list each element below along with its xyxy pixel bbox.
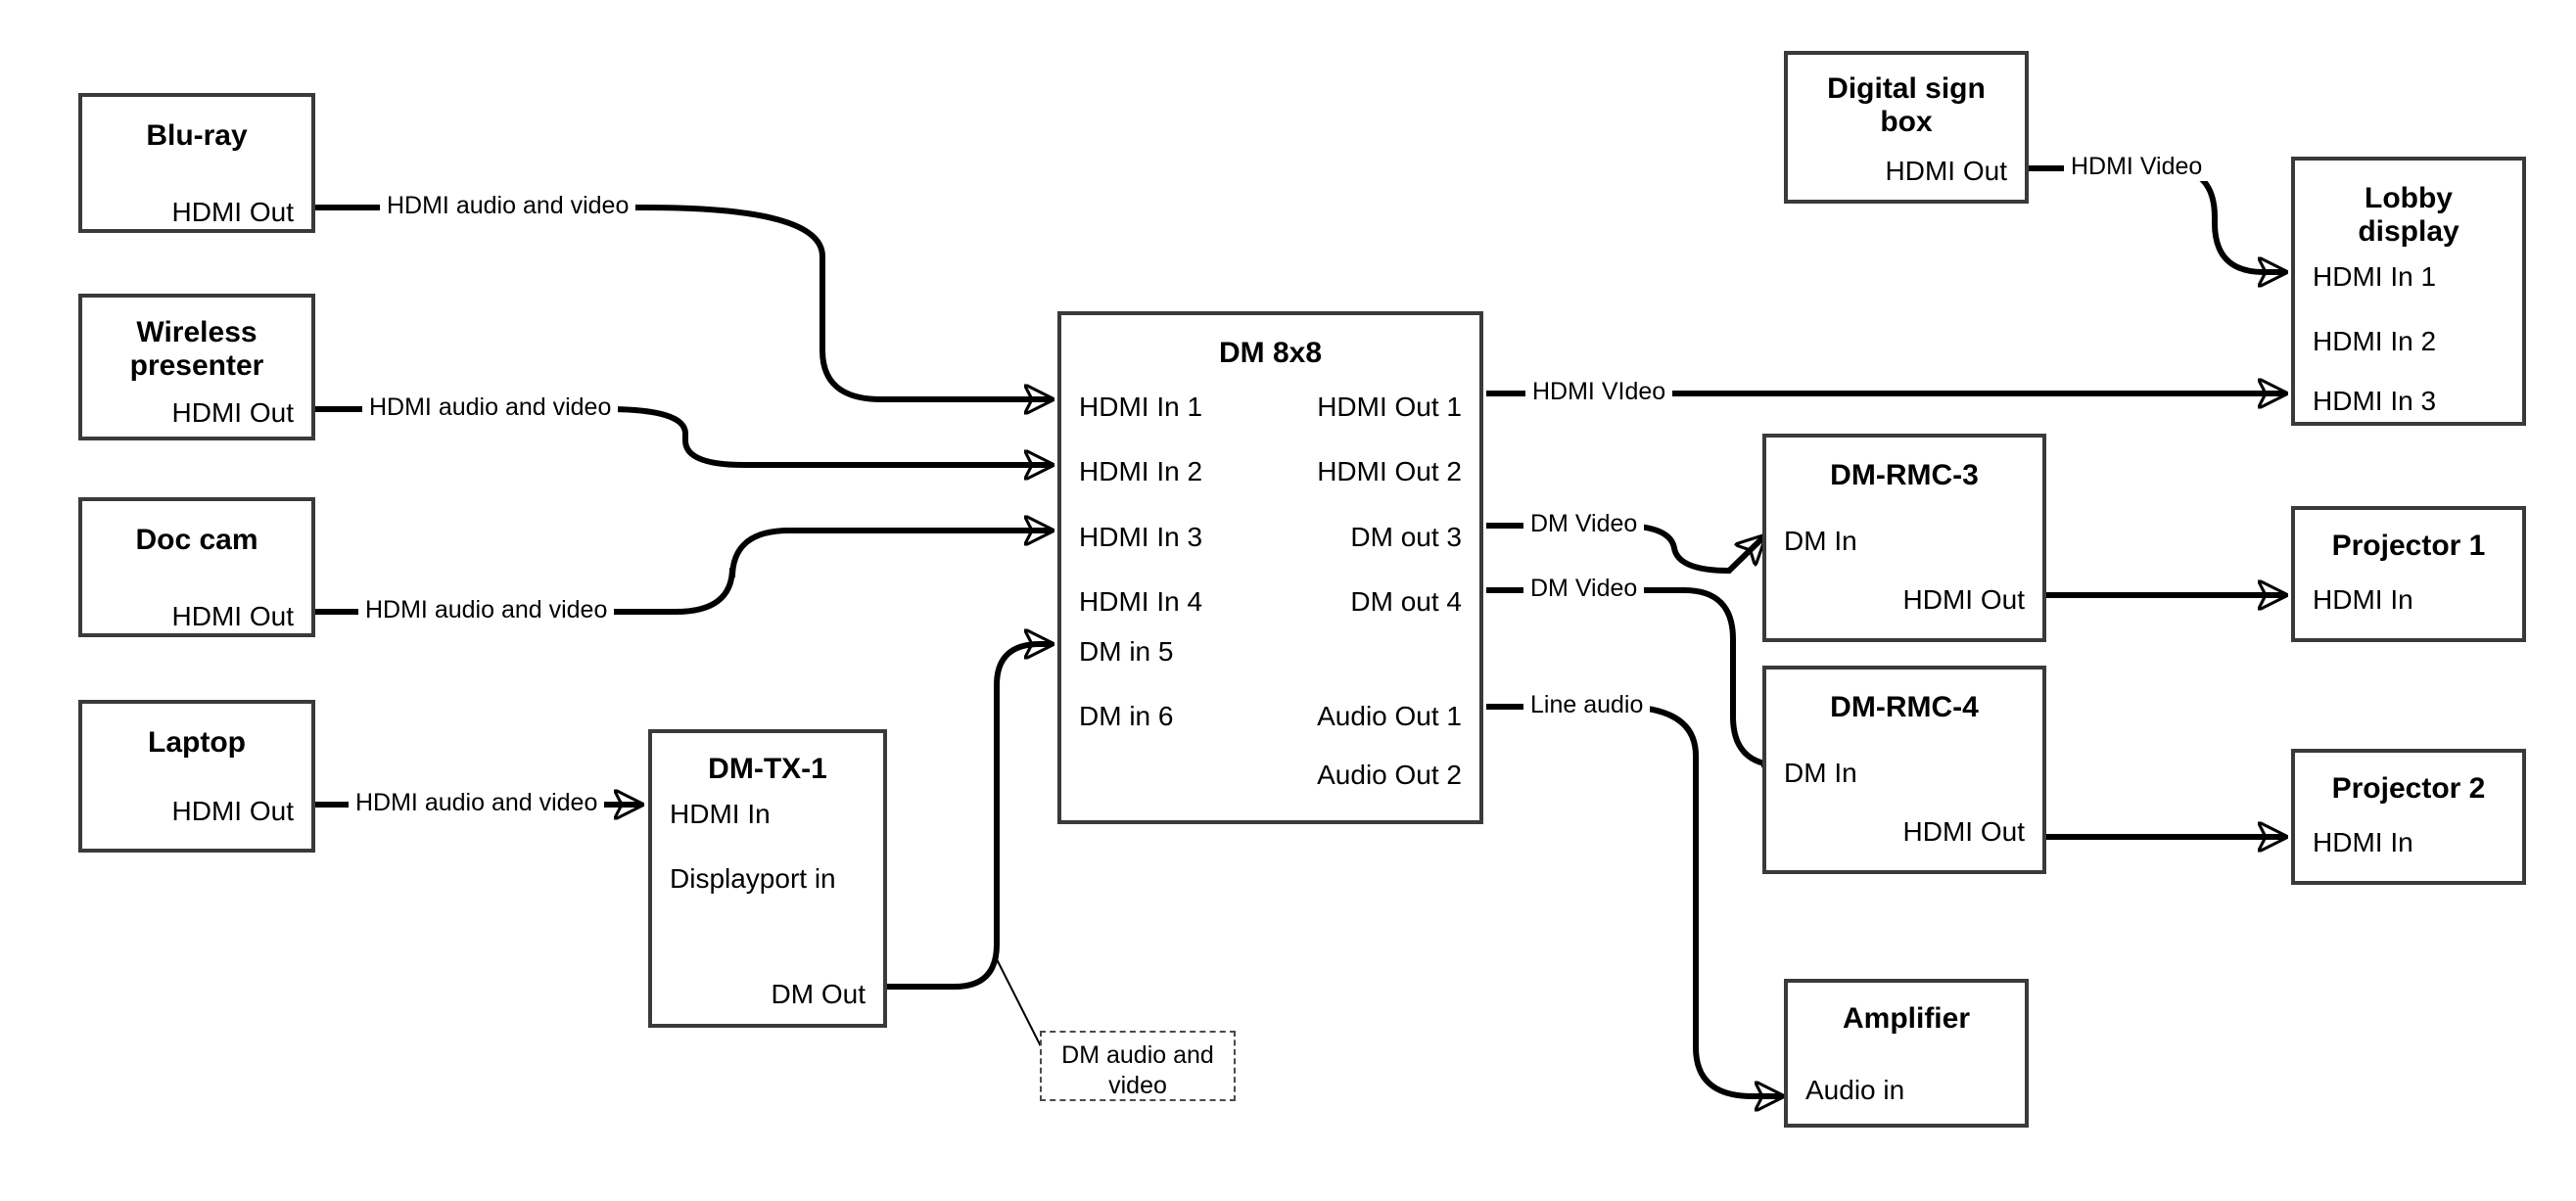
node-dm-rmc-3-title: DM-RMC-3: [1830, 459, 1979, 491]
node-lobby-display-title-line1: Lobby: [2365, 182, 2453, 214]
node-dm-8x8-port-audio-out-1[interactable]: Audio Out 1: [1317, 701, 1462, 731]
node-dm-8x8-port-audio-out-2[interactable]: Audio Out 2: [1317, 760, 1462, 790]
node-digital-sign-box-port-hdmi-out[interactable]: HDMI Out: [1885, 156, 2007, 186]
node-dm-rmc-4-title: DM-RMC-4: [1830, 691, 1979, 723]
node-amplifier-title: Amplifier: [1842, 1002, 1971, 1035]
node-wireless-presenter-title-line1: Wireless: [136, 316, 258, 348]
node-digital-sign-box[interactable]: Digital sign box HDMI Out: [1784, 51, 2029, 204]
wire-note-leader: [996, 958, 1042, 1047]
edge-label-dm-out-3: DM Video: [1523, 510, 1645, 538]
node-dm-8x8-port-hdmi-in-4[interactable]: HDMI In 4: [1079, 586, 1203, 617]
node-projector-2[interactable]: Projector 2 HDMI In: [2291, 749, 2526, 885]
node-dm-rmc-4-port-dm-in[interactable]: DM In: [1784, 758, 1857, 788]
node-doc-cam-title: Doc cam: [135, 524, 258, 556]
node-dm-rmc-4-port-hdmi-out[interactable]: HDMI Out: [1902, 816, 2025, 847]
edge-label-bluray-to-hdmi-in-1: HDMI audio and video: [380, 192, 636, 220]
node-dm-8x8-port-dm-out-3[interactable]: DM out 3: [1350, 522, 1462, 552]
node-projector-1[interactable]: Projector 1 HDMI In: [2291, 506, 2526, 642]
edge-label-hdmi-out-1: HDMI VIdeo: [1525, 378, 1673, 406]
node-bluray[interactable]: Blu-ray HDMI Out: [78, 93, 315, 233]
wire-dm-out-4-to-rmc-4: [1486, 587, 1782, 765]
node-doc-cam[interactable]: Doc cam HDMI Out: [78, 497, 315, 637]
node-dm-tx-1[interactable]: DM-TX-1 HDMI In Displayport in DM Out: [648, 729, 887, 1028]
edge-label-dm-out-4: DM Video: [1523, 575, 1645, 603]
node-wireless-presenter[interactable]: Wireless presenter HDMI Out: [78, 294, 315, 440]
node-dm-rmc-3-port-hdmi-out[interactable]: HDMI Out: [1902, 584, 2025, 615]
node-lobby-display-port-hdmi-in-2[interactable]: HDMI In 2: [2313, 326, 2437, 356]
wire-audio-out-1-to-amplifier: [1486, 704, 1782, 1096]
edge-label-audio-out-1: Line audio: [1523, 691, 1651, 719]
dm-audio-video-note: DM audio and video: [1040, 1031, 1236, 1101]
node-doc-cam-port-hdmi-out[interactable]: HDMI Out: [171, 601, 294, 631]
edge-label-wireless-to-hdmi-in-2: HDMI audio and video: [362, 393, 619, 422]
node-dm-tx-1-port-dm-out[interactable]: DM Out: [771, 979, 866, 1009]
node-dm-tx-1-title: DM-TX-1: [708, 753, 827, 785]
node-wireless-presenter-port-hdmi-out[interactable]: HDMI Out: [171, 397, 294, 428]
node-dm-tx-1-port-hdmi-in[interactable]: HDMI In: [670, 799, 771, 829]
wire-bluray-to-hdmi-in-1: [315, 205, 1052, 399]
node-dm-8x8[interactable]: DM 8x8 HDMI In 1 HDMI In 2 HDMI In 3 HDM…: [1057, 311, 1483, 824]
node-lobby-display-port-hdmi-in-3[interactable]: HDMI In 3: [2313, 386, 2437, 416]
node-wireless-presenter-title-line2: presenter: [129, 349, 264, 382]
node-dm-8x8-port-dm-in-5[interactable]: DM in 5: [1079, 636, 1174, 667]
node-dm-8x8-port-hdmi-in-1[interactable]: HDMI In 1: [1079, 392, 1203, 422]
node-dm-8x8-port-dm-in-6[interactable]: DM in 6: [1079, 701, 1174, 731]
node-dm-8x8-port-dm-out-4[interactable]: DM out 4: [1350, 586, 1462, 617]
edge-label-laptop-to-dmtx: HDMI audio and video: [349, 789, 605, 817]
node-lobby-display[interactable]: Lobby display HDMI In 1 HDMI In 2 HDMI I…: [2291, 157, 2526, 426]
node-laptop-title: Laptop: [148, 726, 246, 759]
node-dm-8x8-port-hdmi-out-1[interactable]: HDMI Out 1: [1317, 392, 1462, 422]
node-digital-sign-box-title-line2: box: [1880, 106, 1933, 138]
node-projector-1-port-hdmi-in[interactable]: HDMI In: [2313, 584, 2413, 615]
node-projector-2-title: Projector 2: [2331, 772, 2486, 805]
node-dm-8x8-port-hdmi-in-3[interactable]: HDMI In 3: [1079, 522, 1203, 552]
wire-dmtx-to-dm-in-5: [887, 644, 1052, 990]
node-digital-sign-box-title-line1: Digital sign: [1827, 72, 1986, 105]
node-amplifier-port-audio-in[interactable]: Audio in: [1805, 1075, 1905, 1105]
edge-label-doccam-to-hdmi-in-3: HDMI audio and video: [358, 596, 615, 624]
node-lobby-display-port-hdmi-in-1[interactable]: HDMI In 1: [2313, 261, 2437, 292]
node-amplifier[interactable]: Amplifier Audio in: [1784, 979, 2029, 1128]
node-dm-8x8-port-hdmi-in-2[interactable]: HDMI In 2: [1079, 456, 1203, 486]
node-dm-tx-1-port-displayport-in[interactable]: Displayport in: [670, 863, 836, 894]
node-lobby-display-title-line2: display: [2358, 215, 2459, 248]
edge-label-sign-to-lobby: HDMI Video: [2064, 153, 2210, 181]
node-dm-rmc-4[interactable]: DM-RMC-4 DM In HDMI Out: [1762, 666, 2046, 874]
node-dm-rmc-3[interactable]: DM-RMC-3 DM In HDMI Out: [1762, 434, 2046, 642]
node-bluray-port-hdmi-out[interactable]: HDMI Out: [171, 197, 294, 227]
node-projector-1-title: Projector 1: [2331, 530, 2486, 562]
node-laptop-port-hdmi-out[interactable]: HDMI Out: [171, 796, 294, 826]
node-projector-2-port-hdmi-in[interactable]: HDMI In: [2313, 827, 2413, 857]
wire-sign-to-lobby-in-1: [2029, 165, 2285, 272]
node-laptop[interactable]: Laptop HDMI Out: [78, 700, 315, 853]
node-bluray-title: Blu-ray: [146, 119, 248, 152]
node-dm-rmc-3-port-dm-in[interactable]: DM In: [1784, 526, 1857, 556]
node-dm-8x8-port-hdmi-out-2[interactable]: HDMI Out 2: [1317, 456, 1462, 486]
node-dm-8x8-title: DM 8x8: [1218, 337, 1323, 369]
